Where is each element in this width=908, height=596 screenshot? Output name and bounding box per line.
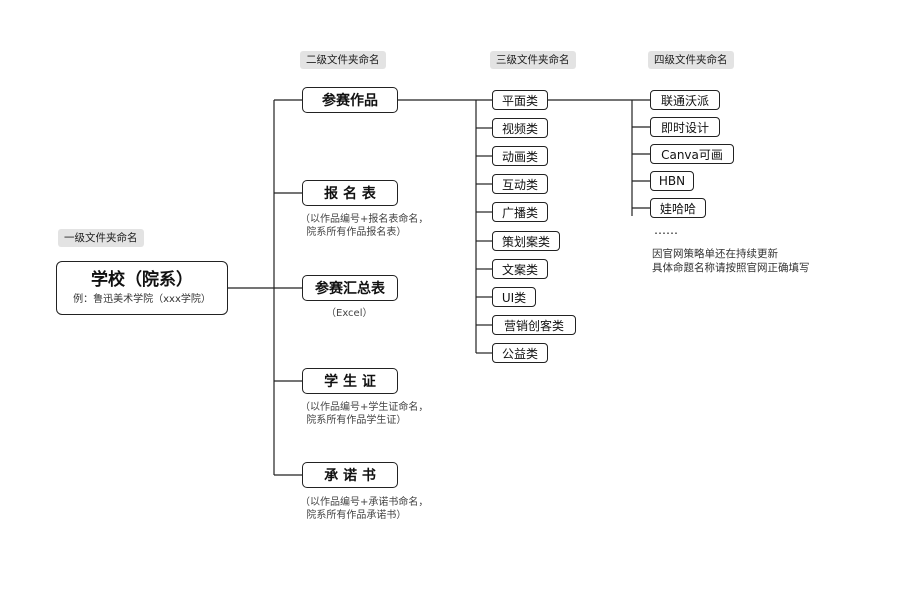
level1-header: 一级文件夹命名 (58, 229, 144, 247)
root-subtitle: 例：鲁迅美术学院（xxx学院） (73, 294, 211, 305)
level3-node-6: 策划案类 (492, 231, 560, 251)
level2-node-2: 报 名 表 (302, 180, 398, 206)
level3-node-4: 互动类 (492, 174, 548, 194)
level4-node-2: 即时设计 (650, 117, 720, 137)
level2-node-1: 参赛作品 (302, 87, 398, 113)
level4-node-1: 联通沃派 (650, 90, 720, 110)
root-title: 学校（院系） (91, 270, 193, 290)
root-node: 学校（院系） 例：鲁迅美术学院（xxx学院） (56, 261, 228, 315)
level2-note-2: （以作品编号+报名表命名， 院系所有作品报名表） (300, 214, 429, 238)
level3-node-9: 营销创客类 (492, 315, 576, 335)
level2-node-5: 承 诺 书 (302, 462, 398, 488)
level2-note-4: （以作品编号+学生证命名， 院系所有作品学生证） (300, 402, 429, 426)
level3-node-1: 平面类 (492, 90, 548, 110)
level4-note: 因官网策略单还在持续更新 具体命题名称请按照官网正确填写 (652, 248, 810, 274)
level2-node-3: 参赛汇总表 (302, 275, 398, 301)
level3-node-3: 动画类 (492, 146, 548, 166)
level4-node-3: Canva可画 (650, 144, 734, 164)
level3-node-10: 公益类 (492, 343, 548, 363)
level3-node-2: 视频类 (492, 118, 548, 138)
level3-node-7: 文案类 (492, 259, 548, 279)
level2-note-3: （Excel） (326, 308, 373, 319)
level2-node-4: 学 生 证 (302, 368, 398, 394)
level3-node-8: UI类 (492, 287, 536, 307)
level2-header: 二级文件夹命名 (300, 51, 386, 69)
level4-node-5: 娃哈哈 (650, 198, 706, 218)
level4-more: …… (654, 223, 678, 237)
level3-header: 三级文件夹命名 (490, 51, 576, 69)
level4-node-4: HBN (650, 171, 694, 191)
level4-header: 四级文件夹命名 (648, 51, 734, 69)
level3-node-5: 广播类 (492, 202, 548, 222)
level2-note-5: （以作品编号+承诺书命名， 院系所有作品承诺书） (300, 497, 429, 521)
